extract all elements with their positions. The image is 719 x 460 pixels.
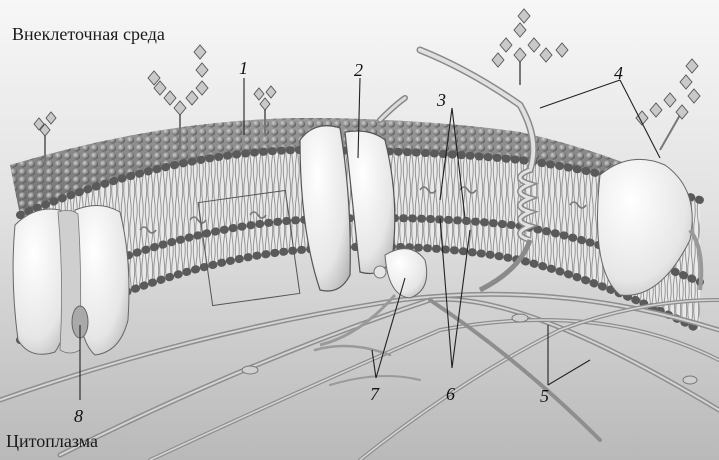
channel-protein-8 [13,205,129,355]
label-8: 8 [74,406,83,426]
label-2: 2 [354,60,363,80]
label-3: 3 [436,90,446,110]
label-5: 5 [540,386,549,406]
cytoplasm-label: Цитоплазма [6,431,98,451]
label-4: 4 [614,63,623,83]
label-6: 6 [446,384,455,404]
label-1: 1 [239,58,248,78]
extracellular-label: Внеклеточная среда [12,24,165,44]
label-7: 7 [370,384,380,404]
